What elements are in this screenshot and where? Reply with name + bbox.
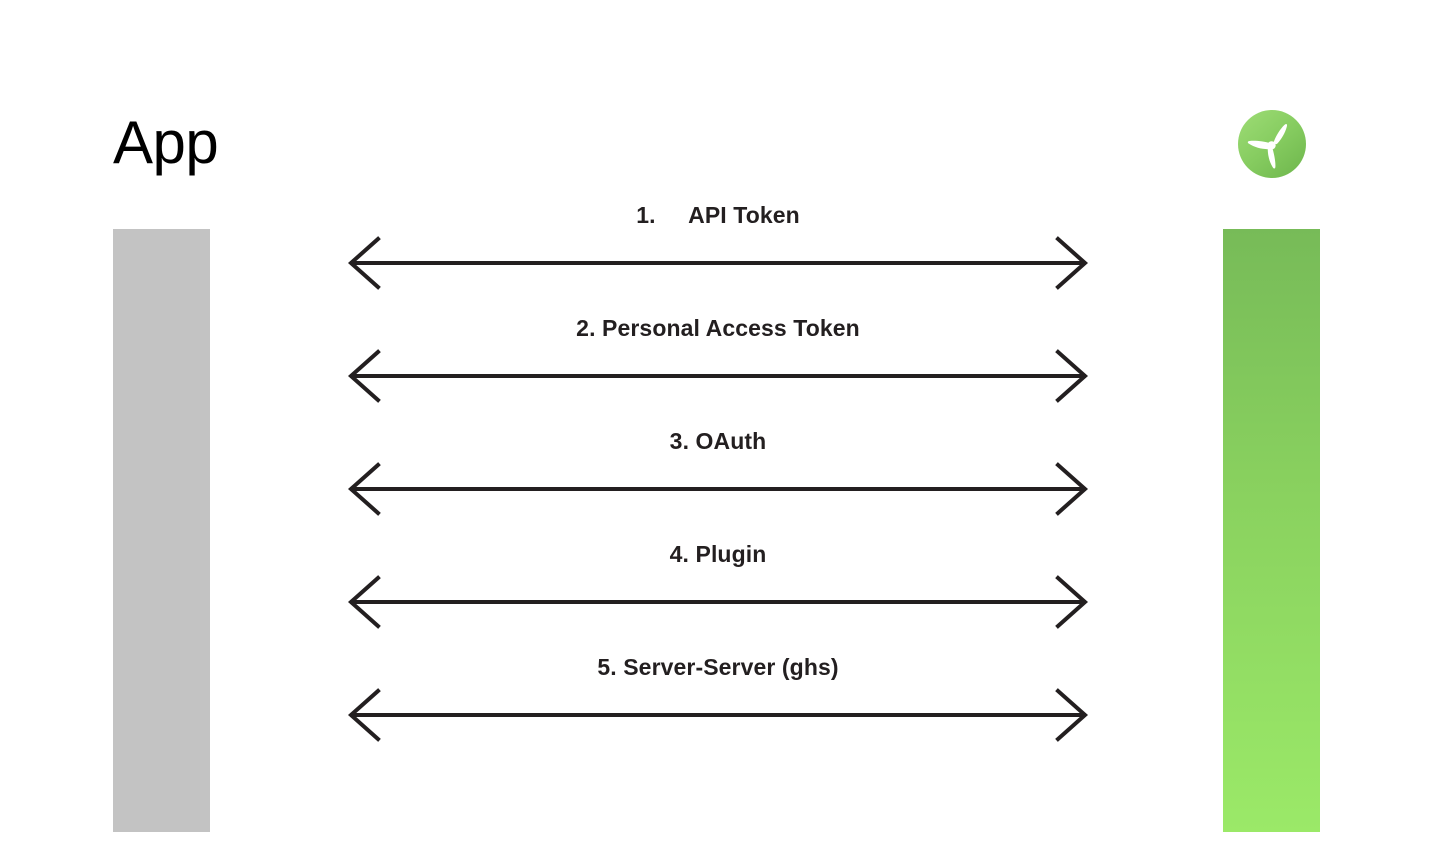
propeller-logo-icon bbox=[1237, 109, 1307, 179]
bidirectional-arrow-icon-3 bbox=[342, 458, 1094, 520]
message-label-1: 1. API Token bbox=[636, 202, 800, 228]
message-row-1: 1. API Token bbox=[342, 198, 1094, 294]
message-row-2: 2. Personal Access Token bbox=[342, 311, 1094, 407]
message-label-3: 3. OAuth bbox=[669, 428, 767, 454]
lifeline-bar-app bbox=[113, 229, 210, 832]
bidirectional-arrow-icon-2 bbox=[342, 345, 1094, 407]
page-title: App bbox=[113, 109, 219, 176]
lifeline-bar-service bbox=[1223, 229, 1320, 832]
bidirectional-arrow-icon-1 bbox=[342, 232, 1094, 294]
message-label-5: 5. Server-Server (ghs) bbox=[597, 654, 839, 680]
bidirectional-arrow-icon-5 bbox=[342, 684, 1094, 746]
message-row-4: 4. Plugin bbox=[342, 537, 1094, 633]
message-label-2: 2. Personal Access Token bbox=[576, 315, 860, 341]
message-row-5: 5. Server-Server (ghs) bbox=[342, 650, 1094, 746]
message-row-3: 3. OAuth bbox=[342, 424, 1094, 520]
bidirectional-arrow-icon-4 bbox=[342, 571, 1094, 633]
message-label-4: 4. Plugin bbox=[669, 541, 767, 567]
